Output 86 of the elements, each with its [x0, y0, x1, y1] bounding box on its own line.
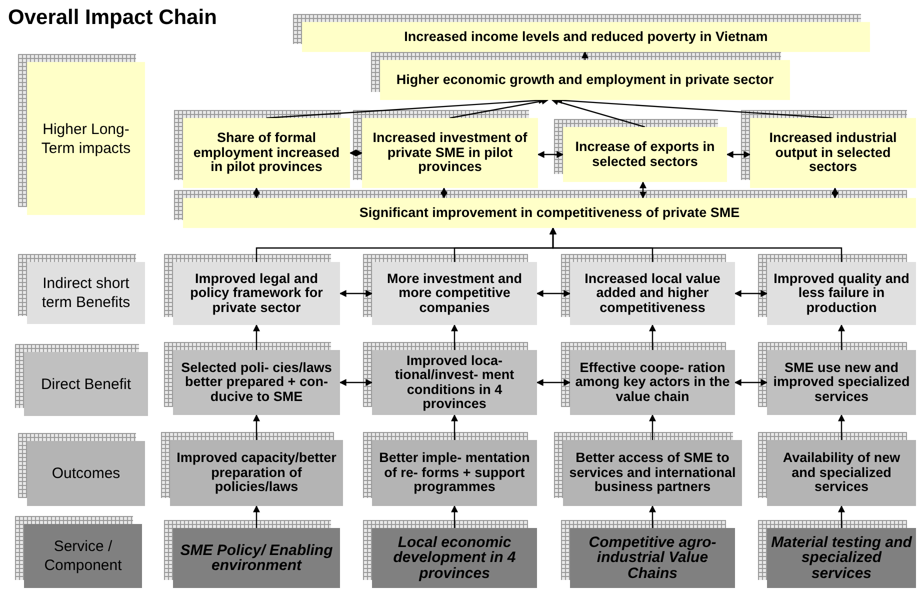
- component-box: [173, 528, 340, 588]
- node-text: Improved capacity/better preparation of policies/laws: [176, 451, 338, 495]
- result-box: [362, 118, 538, 188]
- node-text: Higher Long-Term impacts: [40, 120, 132, 158]
- result-box: [183, 118, 350, 188]
- node-text: Share of formal employment increased in pilot provinces: [192, 131, 341, 175]
- node-text: Improved loca- tional/invest- ment conditions in 4 provinces: [394, 354, 516, 412]
- row-label-box: [24, 524, 142, 588]
- result-box: [767, 262, 916, 325]
- arrow: [450, 98, 549, 119]
- result-box: [570, 350, 735, 415]
- result-box: [183, 198, 916, 228]
- node-text: Local economic development in 4 provinces: [392, 534, 517, 582]
- arrow: [440, 187, 448, 199]
- result-box: [302, 22, 870, 52]
- arrow: [451, 414, 458, 440]
- arrow: [537, 151, 564, 158]
- arrow: [649, 324, 656, 350]
- result-box: [173, 262, 340, 325]
- node-text: Significant improvement in competitiveness of private SME: [359, 206, 740, 220]
- result-box: [570, 262, 735, 325]
- node-text: Improved legal and policy framework for private sector: [189, 272, 324, 316]
- node-text: Increased industrial output in selected sectors: [768, 131, 898, 175]
- node-text: Direct Benefit: [40, 374, 132, 394]
- node-text: Material testing and specialized services: [771, 534, 912, 582]
- node-text: Indirect short term Benefits: [40, 274, 132, 312]
- arrow: [536, 379, 571, 386]
- result-box: [173, 350, 340, 415]
- arrow: [253, 187, 260, 199]
- arrow: [551, 98, 646, 128]
- result-box: [372, 440, 537, 506]
- arrow: [734, 290, 768, 297]
- arrow: [253, 505, 260, 528]
- arrow: [734, 379, 768, 386]
- node-text: Selected poli- cies/laws better prepared + con- ducive to SME: [180, 360, 333, 404]
- arrow: [649, 414, 656, 440]
- result-box: [750, 118, 916, 188]
- node-text: Better imple- mentation of re- forms + support programmes: [378, 451, 531, 495]
- node-text: SME use new and improved specialized services: [772, 360, 911, 404]
- diagram-title: Overall Impact Chain: [8, 6, 217, 30]
- arrow: [550, 227, 842, 262]
- arrow: [649, 505, 656, 528]
- arrow: [339, 290, 373, 297]
- row-label-box: [27, 62, 145, 215]
- arrow: [451, 324, 458, 350]
- node-text: Competitive agro-industrial Value Chains: [588, 534, 718, 582]
- node-text: SME Policy/ Enabling environment: [179, 542, 334, 574]
- row-label-box: [27, 441, 145, 506]
- node-text: Higher economic growth and employment in private sector: [396, 72, 774, 88]
- result-box: [372, 350, 537, 415]
- row-label-box: [27, 262, 145, 324]
- arrow: [253, 324, 260, 350]
- node-text: Increased local value added and higher competitiveness: [584, 272, 722, 316]
- arrow: [838, 505, 845, 528]
- node-text: Service / Component: [43, 537, 123, 575]
- arrow: [640, 181, 646, 199]
- arrow: [536, 290, 571, 297]
- arrow: [339, 379, 373, 386]
- node-text: Better access of SME to services and international business partners: [568, 451, 737, 495]
- arrow: [832, 187, 838, 199]
- component-box: [570, 528, 735, 588]
- arrow: [451, 505, 458, 528]
- arrow: [253, 414, 260, 440]
- node-text: Effective coope- ration among key actors in the value chain: [574, 360, 731, 404]
- node-text: Increased income levels and reduced poverty in Vietnam: [404, 30, 768, 44]
- node-text: Increased investment of private SME in pilot provinces: [372, 131, 528, 175]
- arrow: [349, 150, 363, 156]
- row-label-box: [24, 352, 148, 416]
- result-box: [380, 60, 790, 100]
- component-box: [372, 528, 537, 588]
- result-box: [170, 440, 343, 506]
- result-box: [767, 350, 916, 415]
- node-text: Availability of new and specialized services: [782, 451, 902, 495]
- node-text: Outcomes: [52, 464, 120, 483]
- component-box: [767, 528, 916, 588]
- arrow: [838, 324, 845, 350]
- result-box: [767, 440, 916, 506]
- node-text: More investment and more competitive companies: [386, 272, 524, 316]
- arrow: [838, 414, 845, 440]
- result-box: [563, 440, 742, 506]
- node-text: Increase of exports in selected sectors: [574, 140, 716, 169]
- arrow: [582, 51, 588, 60]
- result-box: [372, 262, 537, 325]
- node-text: Improved quality and less failure in production: [772, 272, 910, 316]
- result-box: [563, 127, 727, 182]
- arrow: [726, 151, 751, 158]
